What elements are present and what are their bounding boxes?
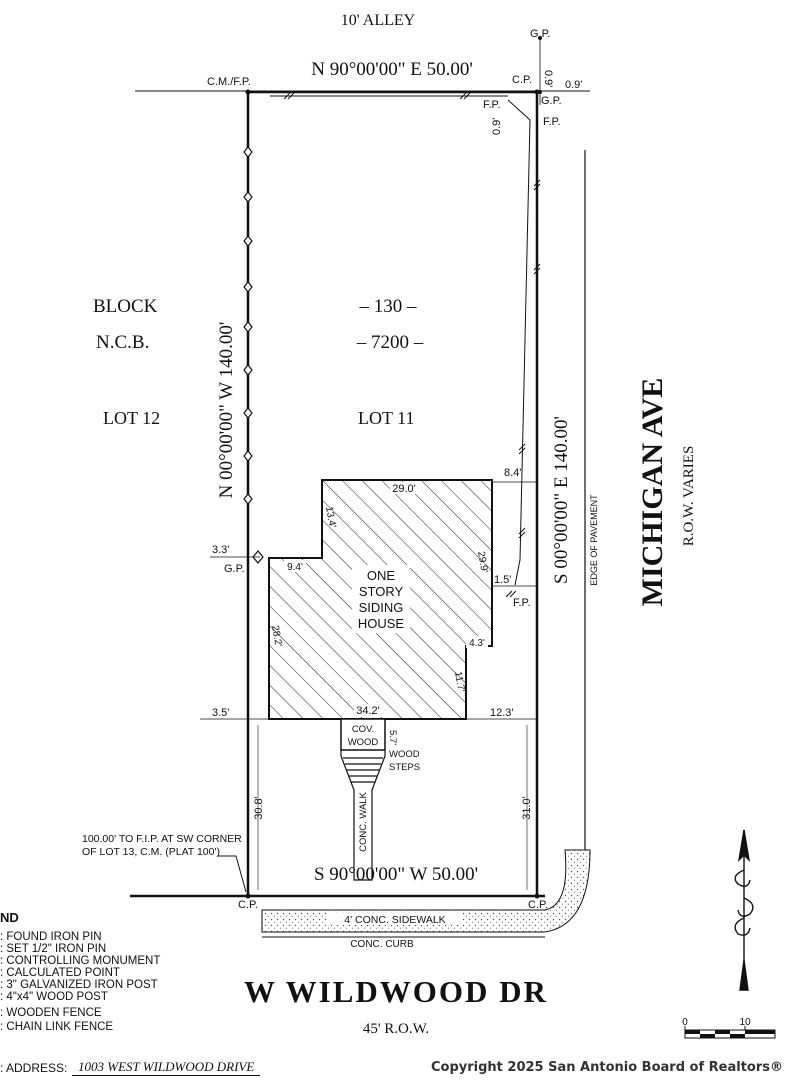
fp-east-label: F.P. [513,597,531,609]
address-label: : ADDRESS: [0,1061,68,1075]
front-east-dim: 31.0' [521,796,533,820]
west-offset: 3.3' [212,544,229,556]
house-label-box [352,565,410,633]
note-line-2: OF LOT 13, C.M. (PLAT 100') [82,846,220,858]
lot-12-label: LOT 12 [103,408,160,428]
ne-cp-label: C.P. [512,74,532,86]
wildwood-street-label: W WILDWOOD DR [244,974,548,1009]
scale-bar [684,1026,776,1039]
dim-left-top: 13.4' [323,506,338,529]
address-value: 1003 WEST WILDWOOD DRIVE [72,1059,261,1076]
south-line-bearing: S 90°00'00" W 50.00' [314,864,478,885]
se-corner-point [534,893,540,899]
block-value: – 130 – [359,296,418,317]
block-label: BLOCK [93,296,158,317]
nw-corner-label: C.M./F.P. [207,76,251,88]
copyright-watermark: Copyright 2025 San Antonio Board of Real… [431,1060,783,1075]
dim-left: 28.2' [269,625,284,648]
alley-label: 10' ALLEY [341,12,416,29]
porch-dim: 5.7' [387,730,398,745]
porch-line-1: COV. [352,724,374,735]
house-line-2: STORY [359,584,404,599]
gp-right-point [538,90,542,94]
legend-item: : CONTROLLING MONUMENT [0,955,161,967]
dim-right-step: 4.3' [469,638,485,649]
gap-vertical-dim: 0.9' [542,70,554,87]
legend-item: : SET 1/2" IRON PIN [0,943,107,955]
west-line-bearing: N 00°00'00" W 140.00' [216,322,237,499]
scale-ten: 10 [739,1017,751,1028]
dim-notch: 9.4' [287,562,303,573]
house-line-1: ONE [367,568,396,583]
east-offset-fp: 1.5' [494,574,511,586]
covered-porch [340,718,386,751]
gap-horizontal-dim: 0.9' [565,79,582,91]
wildwood-row-label: 45' R.O.W. [363,1021,429,1037]
gp-right-label: G.P. [541,95,562,107]
legend-title: ND [0,910,19,925]
conc-walk-label: CONC. WALK [358,791,369,851]
setback-lines [200,481,537,720]
ncb-label: N.C.B. [96,332,149,353]
sw-corner-point [245,893,251,899]
west-setback: 3.5' [212,707,229,719]
wood-post-markers [243,146,264,564]
dim-bottom: 34.2' [356,705,380,717]
ncb-value: – 7200 – [356,332,424,353]
fence-ticks [283,92,541,598]
steps-line-1: WOOD [389,749,420,760]
dim-right-upper: 29.9' [475,551,490,574]
front-west-dim: 30.8' [253,796,265,820]
legend-item: : FOUND IRON PIN [0,931,102,943]
lot-11-label: LOT 11 [358,408,415,428]
fp-a-label: F.P. [483,99,501,111]
house-line-4: HOUSE [358,616,405,631]
dim-right-lower: 11.7' [452,671,466,693]
fp-b-label: F.P. [543,116,561,128]
steps-line-2: STEPS [389,762,420,773]
east-line-bearing: S 00°00'00" E 140.00' [551,416,572,584]
se-corner-label: C.P. [528,899,548,911]
note-line-1: 100.00' TO F.I.P. AT SW CORNER [82,833,242,845]
dim-top: 29.0' [392,483,416,495]
gp-west-label: G.P. [224,563,245,575]
michigan-row-label: R.O.W. VARIES [681,446,697,547]
sidewalk-label: 4' CONC. SIDEWALK [344,914,445,926]
curb-label: CONC. CURB [350,939,414,950]
house-line-3: SIDING [359,600,404,615]
legend-item: : 3" GALVANIZED IRON POST [0,979,158,991]
edge-of-pavement-label: EDGE OF PAVEMENT [589,494,599,586]
gp-top-label: G.P. [530,28,551,40]
porch-line-2: WOOD [348,737,379,748]
east-setback-upper: 8.4' [504,467,521,479]
legend-item: : CALCULATED POINT [0,967,120,979]
michigan-ave-label: MICHIGAN AVE [636,378,669,607]
wood-steps [340,750,386,881]
legend-item: : 4"x4" WOOD POST [0,991,108,1003]
ne-corner-point [534,89,540,95]
east-fence-line [507,99,531,586]
concrete-sidewalk [261,849,591,933]
north-line-bearing: N 90°00'00" E 50.00' [311,59,473,80]
note-leader [218,855,247,893]
nw-corner-point [245,89,251,95]
legend-item: : CHAIN LINK FENCE [0,1021,114,1033]
legend-item: : WOODEN FENCE [0,1007,102,1019]
fp-gap-dim: 0.9' [491,118,503,135]
east-setback-lower: 12.3' [490,707,514,719]
north-arrow-icon [734,829,754,991]
sw-corner-label: C.P. [238,899,258,911]
scale-zero: 0 [682,1017,688,1028]
